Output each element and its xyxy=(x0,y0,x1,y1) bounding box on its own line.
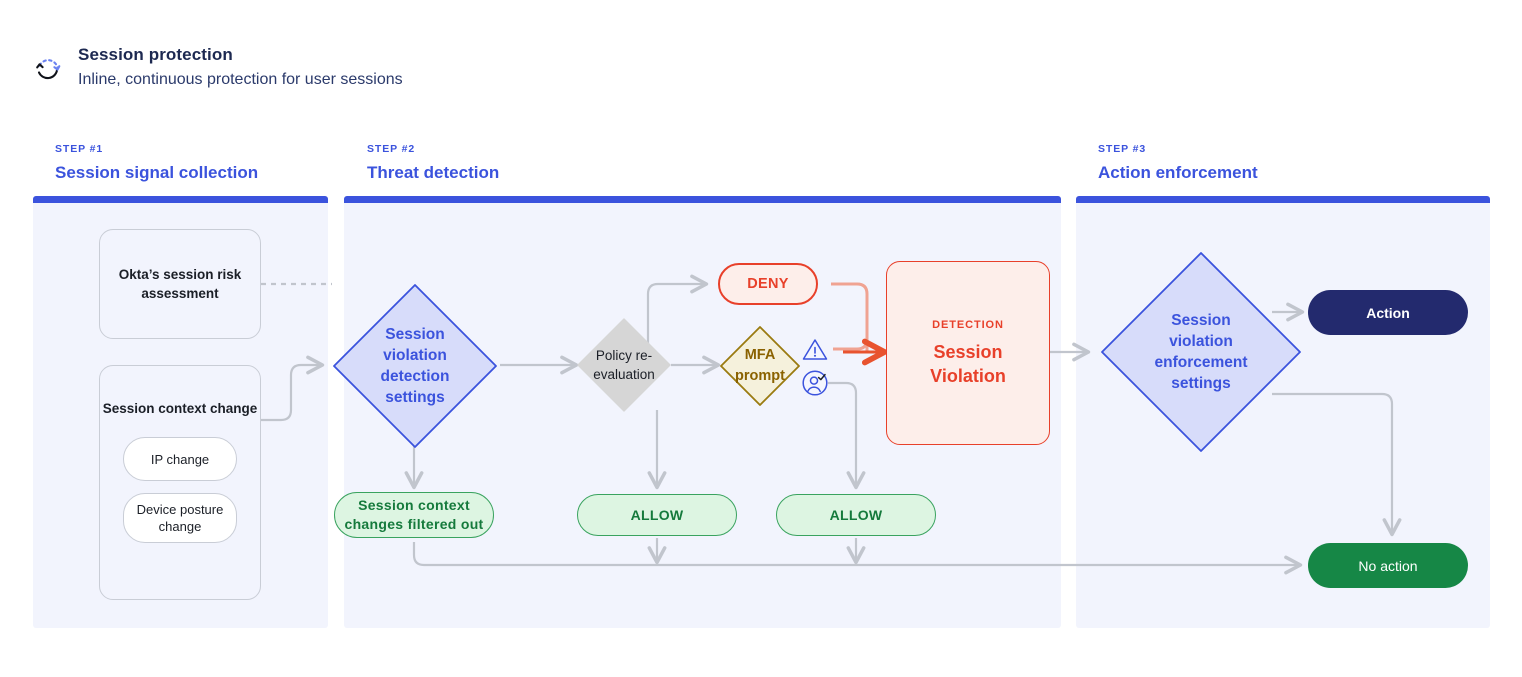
step-3-panel-bar xyxy=(1076,196,1490,203)
action-pill[interactable]: Action xyxy=(1308,290,1468,335)
step-1-kicker: STEP #1 xyxy=(55,143,104,155)
session-violation-title: Session Violation xyxy=(930,341,1006,386)
page-header: Session protection Inline, continuous pr… xyxy=(32,44,403,92)
device-posture-change-pill[interactable]: Device posture change xyxy=(123,493,237,543)
allow-pill-policy-label: ALLOW xyxy=(630,506,684,523)
session-violation-kicker: DETECTION xyxy=(932,318,1004,331)
no-action-pill[interactable]: No action xyxy=(1308,543,1468,588)
session-violation-enforcement-settings-diamond[interactable]: Session violation enforcement settings xyxy=(1098,249,1304,455)
okta-risk-assessment-card[interactable]: Okta’s session risk assessment xyxy=(99,229,261,339)
session-violation-detection-settings-diamond[interactable]: Session violation detection settings xyxy=(330,281,500,451)
policy-re-evaluation-label: Policy re-evaluation xyxy=(593,348,655,382)
session-context-filtered-out-pill[interactable]: Session context changes filtered out xyxy=(334,492,494,538)
session-context-change-label: Session context change xyxy=(102,401,258,416)
session-violation-detection-settings-label: Session violation detection settings xyxy=(380,326,450,406)
action-label: Action xyxy=(1366,304,1410,321)
session-violation-box[interactable]: DETECTION Session Violation xyxy=(886,261,1050,445)
step-3-kicker: STEP #3 xyxy=(1098,143,1147,155)
policy-re-evaluation-diamond[interactable]: Policy re-evaluation xyxy=(576,317,672,413)
deny-label: DENY xyxy=(747,276,789,292)
no-action-label: No action xyxy=(1358,557,1418,574)
session-violation-enforcement-settings-label: Session violation enforcement settings xyxy=(1154,312,1248,392)
step-2-panel-bar xyxy=(344,196,1061,203)
session-context-change-card[interactable]: Session context change IP change Device … xyxy=(99,365,261,600)
step-2-title: Threat detection xyxy=(367,163,500,182)
ip-change-pill[interactable]: IP change xyxy=(123,437,237,481)
step-1-panel-bar xyxy=(33,196,328,203)
user-verified-icon xyxy=(801,369,829,397)
mfa-prompt-label: MFA prompt xyxy=(735,347,785,384)
page-subtitle: Inline, continuous protection for user s… xyxy=(78,71,403,88)
device-posture-change-label: Device posture change xyxy=(136,502,224,534)
warning-triangle-icon xyxy=(801,337,829,362)
ip-change-label: IP change xyxy=(150,451,210,467)
okta-risk-assessment-label: Okta’s session risk assessment xyxy=(118,267,242,301)
step-2-heading: STEP #2 Threat detection xyxy=(367,143,499,184)
step-1-heading: STEP #1 Session signal collection xyxy=(55,143,258,184)
step-3-title: Action enforcement xyxy=(1098,163,1258,182)
page-title: Session protection xyxy=(78,45,233,64)
allow-pill-policy[interactable]: ALLOW xyxy=(577,494,737,536)
step-3-heading: STEP #3 Action enforcement xyxy=(1098,143,1258,184)
allow-pill-mfa-label: ALLOW xyxy=(829,506,883,523)
step-2-kicker: STEP #2 xyxy=(367,143,416,155)
deny-pill[interactable]: DENY xyxy=(718,263,818,305)
allow-pill-mfa[interactable]: ALLOW xyxy=(776,494,936,536)
session-refresh-icon xyxy=(32,52,66,86)
session-context-filtered-out-label: Session context changes filtered out xyxy=(344,497,484,532)
mfa-prompt-diamond[interactable]: MFA prompt xyxy=(719,325,801,407)
step-1-title: Session signal collection xyxy=(55,163,259,182)
